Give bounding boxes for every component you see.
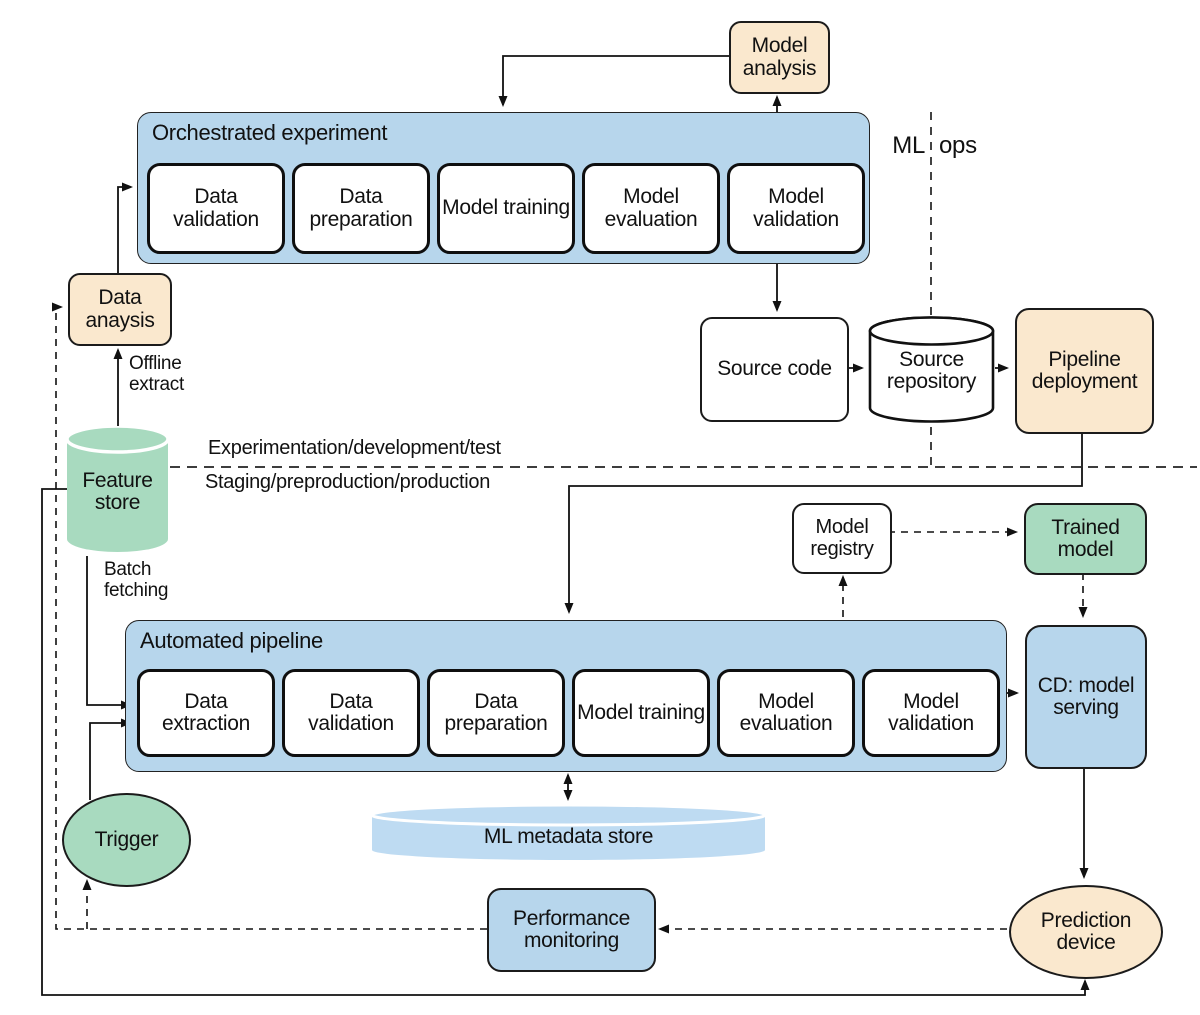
step-label: Model training [442, 196, 570, 220]
batch-fetching-label: Batch fetching [104, 559, 169, 602]
line-feature-store-to-prediction-device [41, 488, 1090, 996]
orchestrated-experiment-container: Orchestrated experiment Data validation … [137, 112, 870, 264]
step-model-validation-top: Model validation [727, 163, 865, 254]
dashed-connectors [52, 302, 1088, 934]
performance-monitoring-node: Performance monitoring [487, 888, 656, 972]
step-model-validation-bottom: Model validation [862, 669, 1000, 757]
source-repository-cylinder [868, 316, 995, 423]
step-model-evaluation-top: Model evaluation [582, 163, 720, 254]
orchestrated-experiment-title: Orchestrated experiment [152, 120, 388, 145]
environment-top-label: Experimentation/development/test [208, 437, 501, 459]
step-data-validation-bottom: Data validation [282, 669, 420, 757]
prediction-device-node: Prediction device [1009, 885, 1163, 979]
data-analysis-node: Data anaysis [68, 273, 172, 346]
step-label: Model evaluation [604, 185, 698, 231]
step-label: Data preparation [444, 689, 548, 735]
step-data-extraction: Data extraction [137, 669, 275, 757]
step-model-training-top: Model training [437, 163, 575, 254]
step-data-preparation-bottom: Data preparation [427, 669, 565, 757]
arrow-deployment-to-pipeline [564, 430, 1083, 614]
environment-bottom-label: Staging/preproduction/production [205, 471, 491, 493]
offline-extract-label: Offline extract [129, 353, 184, 396]
ml-metadata-store-label: ML metadata store [483, 824, 654, 848]
step-model-evaluation-bottom: Model evaluation [717, 669, 855, 757]
step-data-validation-top: Data validation [147, 163, 285, 254]
source-code-node: Source code [700, 317, 849, 422]
mlops-label-right: ops [939, 132, 977, 159]
model-analysis-node: Model analysis [729, 21, 830, 94]
automated-pipeline-container: Automated pipeline Data extraction Data … [125, 620, 1007, 772]
arrow-monitoring-to-data-analysis [52, 302, 487, 930]
step-label: Model evaluation [739, 689, 833, 735]
step-label: Model validation [888, 689, 974, 735]
step-label: Data validation [173, 185, 259, 231]
step-label: Data preparation [309, 185, 413, 231]
step-label: Model validation [753, 185, 839, 231]
trained-model-node: Trained model [1024, 503, 1147, 575]
arrow-model-analysis-to-experiment [498, 55, 729, 107]
model-registry-node: Model registry [792, 503, 892, 574]
pipeline-deployment-node: Pipeline deployment [1015, 308, 1154, 434]
mlops-label-left: ML [892, 132, 925, 159]
arrow-batch-fetching [86, 556, 132, 710]
step-label: Data validation [308, 689, 394, 735]
source-repository-label: Source repository [886, 347, 977, 393]
automated-pipeline-title: Automated pipeline [140, 628, 323, 653]
feature-store-cylinder [65, 424, 170, 552]
cd-model-serving-node: CD: model serving [1025, 625, 1147, 769]
arrow-trigger-to-pipeline [89, 718, 132, 800]
arrow-data-analysis-to-experiment [117, 182, 133, 273]
ml-metadata-store-disk [370, 803, 767, 860]
step-label: Model training [577, 700, 705, 724]
step-data-preparation-top: Data preparation [292, 163, 430, 254]
step-label: Data extraction [161, 689, 251, 735]
feature-store-label: Feature store [82, 468, 153, 514]
step-model-training-bottom: Model training [572, 669, 710, 757]
trigger-node: Trigger [62, 793, 191, 887]
